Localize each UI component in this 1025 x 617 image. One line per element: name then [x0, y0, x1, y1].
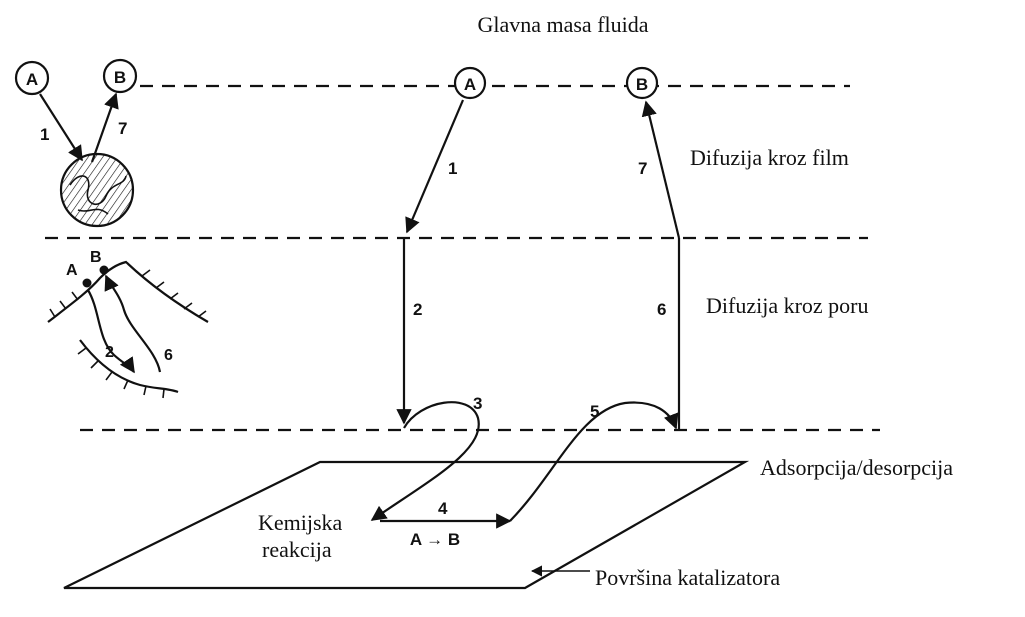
step-2-label: 2: [413, 300, 422, 319]
reaction-equation: A → B: [410, 530, 460, 549]
step-7-arrow: [641, 100, 681, 239]
adsorption-desorption-label: Adsorpcija/desorpcija: [760, 455, 953, 480]
species-a-bulk-circle: [453, 66, 487, 100]
step-5-label: 5: [590, 402, 599, 421]
chemical-reaction-label-line1: Kemijska: [258, 510, 343, 535]
inset-step-7-label: 7: [118, 119, 127, 138]
pore-inset: A B 2 6: [47, 249, 209, 399]
chemical-reaction-label-line2: reakcija: [262, 537, 332, 562]
species-b-inset-circle: [102, 58, 138, 94]
film-diffusion-label: Difuzija kroz film: [690, 145, 849, 170]
species-a-inset-label: A: [26, 70, 38, 89]
species-a-bulk-label: A: [464, 75, 476, 94]
pore-wall-upper-hatch: [49, 269, 207, 318]
step-4-label: 4: [438, 499, 448, 518]
species-b-bulk-label: B: [636, 75, 648, 94]
step-3-arrow: [370, 401, 480, 521]
pore-wall-upper: [47, 260, 209, 323]
inset-step-7-arrow: [90, 92, 119, 163]
pore-step-6-label: 6: [164, 347, 173, 364]
species-a-dot: [82, 278, 92, 288]
step-6-label: 6: [657, 300, 666, 319]
step-1-arrow: [405, 99, 465, 234]
step-7-label: 7: [638, 159, 647, 178]
particle-inset: A B 1 7: [14, 58, 138, 228]
catalyst-surface-plane: [63, 460, 750, 590]
pore-diffusion-label: Difuzija kroz poru: [706, 293, 869, 318]
bulk-fluid-label: Glavna masa fluida: [477, 12, 648, 37]
catalyst-surface-label: Površina katalizatora: [595, 565, 780, 590]
particle-pore-channel: [69, 175, 127, 206]
inset-step-1-label: 1: [40, 125, 49, 144]
step-1-label: 1: [448, 159, 457, 178]
catalyst-particle: [59, 152, 135, 228]
pore-wall-lower: [79, 339, 179, 394]
pore-wall-lower-hatch: [77, 347, 165, 399]
step-5-arrow: [509, 401, 679, 522]
pore-step-2-arrow: [87, 289, 135, 374]
pore-species-b-label: B: [90, 249, 102, 266]
inset-step-1-arrow: [39, 93, 83, 162]
step-3-label: 3: [473, 394, 482, 413]
species-b-bulk-circle: [625, 66, 659, 100]
species-b-dot: [99, 265, 109, 275]
species-b-inset-label: B: [114, 68, 126, 87]
pore-species-a-label: A: [66, 262, 78, 279]
pore-step-2-label: 2: [105, 344, 114, 361]
pore-step-6-arrow: [104, 274, 162, 373]
particle-pore-channel-2: [77, 208, 109, 215]
species-a-inset-circle: [14, 60, 50, 96]
